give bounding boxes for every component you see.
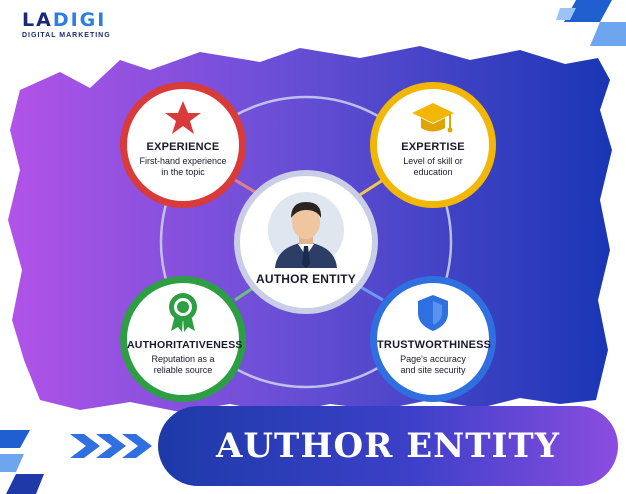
star-icon [165,101,201,134]
node-desc-authoritativeness-1: Reputation as a [151,354,215,364]
person-icon [268,192,344,268]
center-node-author-entity: AUTHOR ENTITY [234,170,378,314]
node-expertise: EXPERTISE Level of skill or education [370,82,496,208]
node-desc-trustworthiness-1: Page's accuracy [400,354,466,364]
node-title-trustworthiness: TRUSTWORTHINESS [377,339,492,351]
node-desc-experience-1: First-hand experience [139,156,227,166]
title-banner [158,406,618,486]
shield-icon [418,295,448,331]
chevron-arrows-icon [70,434,152,458]
corner-decoration-top-right [556,0,626,46]
logo-text-left: LA [22,9,53,31]
node-desc-trustworthiness-2: and site security [400,365,466,375]
logo-tagline: DIGITAL MARKETING [22,32,111,39]
node-desc-experience-2: in the topic [161,167,205,177]
orbit-ring [159,95,453,389]
node-desc-expertise-1: Level of skill or [403,156,463,166]
node-title-authoritativeness: AUTHORITATIVENESS [127,339,243,351]
banner-title: AUTHOR ENTITY [216,426,560,466]
node-trustworthiness: TRUSTWORTHINESS Page's accuracy and site… [370,276,496,402]
logo-text-right: DIGI [52,9,107,31]
node-experience: EXPERIENCE First-hand experience in the … [120,82,246,208]
node-desc-expertise-2: education [413,167,453,177]
node-title-experience: EXPERIENCE [146,141,220,153]
node-desc-authoritativeness-2: reliable source [153,365,213,375]
node-title-expertise: EXPERTISE [401,141,465,153]
graduation-cap-icon [412,103,454,133]
award-ribbon-icon [169,293,197,332]
ladigi-logo[interactable]: LADIGI DIGITAL MARKETING [22,10,111,39]
center-node-label: AUTHOR ENTITY [256,272,356,286]
node-authoritativeness: AUTHORITATIVENESS Reputation as a reliab… [120,276,246,402]
corner-decoration-bottom-left [0,430,44,494]
